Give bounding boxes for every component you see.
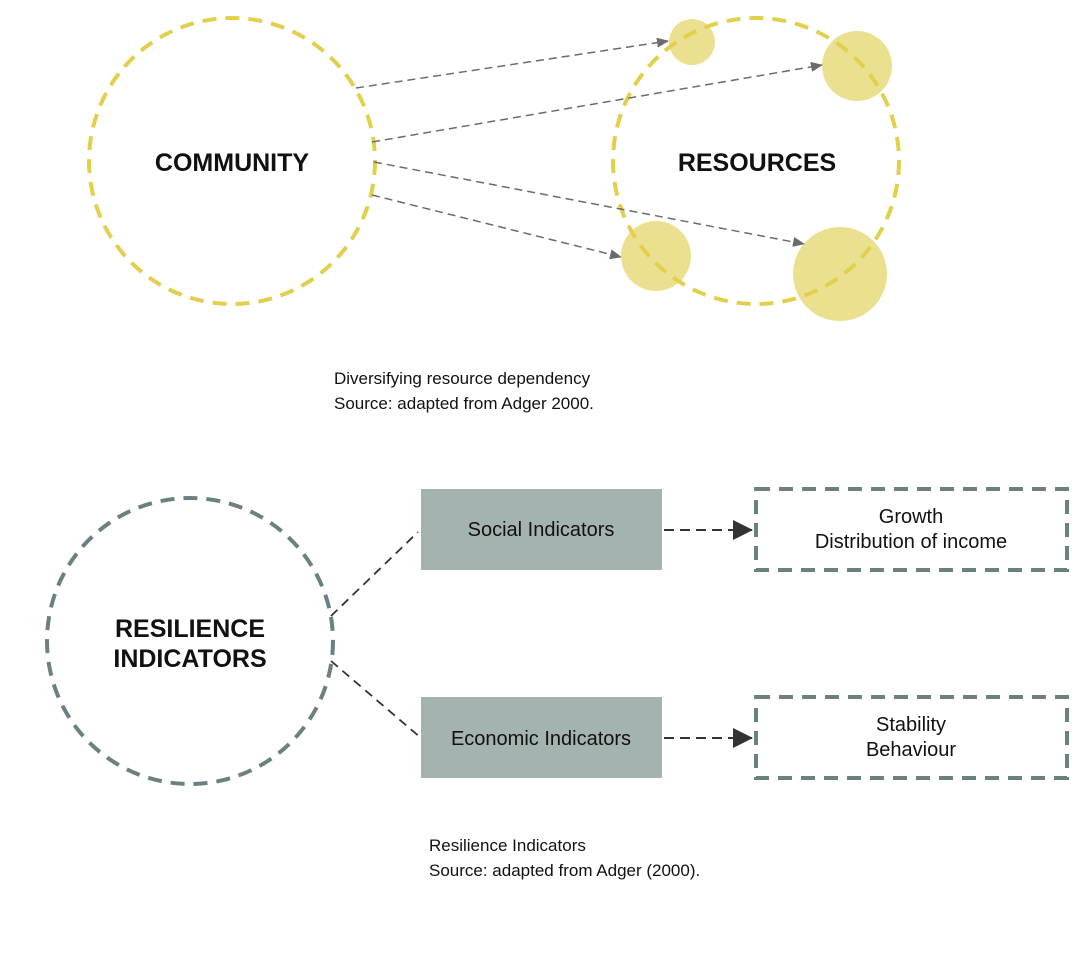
economic-indicators-box [421, 697, 662, 778]
economic-outcome-line2: Behaviour [866, 739, 956, 761]
community-label: COMMUNITY [155, 149, 309, 177]
figure1-caption-source: Source: adapted from Adger 2000. [334, 394, 594, 413]
resource-node-top-right [822, 31, 892, 101]
resilience-label-line2: INDICATORS [113, 645, 266, 673]
social-outcome-box [754, 487, 1069, 572]
resources-circle [611, 16, 901, 306]
social-outcome-line2: Distribution of income [815, 531, 1007, 553]
economic-outcome-box [754, 695, 1069, 780]
economic-outcome-line1: Stability [876, 714, 946, 736]
figure2-caption: Resilience Indicators Source: adapted fr… [429, 833, 700, 883]
dependency-arrow [373, 161, 805, 247]
social-indicators-label: Social Indicators [468, 519, 615, 541]
figure1-caption: Diversifying resource dependency Source:… [334, 366, 594, 416]
dependency-arrow [371, 61, 823, 143]
social-outcome-line1: Growth [879, 506, 943, 528]
economic-indicators-label: Economic Indicators [451, 728, 631, 750]
dependency-arrow [371, 194, 622, 260]
connector-economic [330, 660, 422, 739]
resilience-label-line1: RESILIENCE [115, 615, 265, 643]
figure2-caption-source: Source: adapted from Adger (2000). [429, 861, 701, 880]
resource-node-small [669, 19, 715, 65]
community-circle [87, 16, 377, 306]
dependency-arrow [355, 37, 669, 89]
resilience-indicators-circle [45, 496, 335, 786]
resources-label: RESOURCES [678, 149, 836, 177]
figure1-caption-title: Diversifying resource dependency [334, 369, 591, 388]
figure2-caption-title: Resilience Indicators [429, 836, 586, 855]
figure-resilience-indicators: RESILIENCE INDICATORS Social Indicators … [45, 487, 1069, 786]
resource-node-bottom-left [621, 221, 691, 291]
connector-social [330, 531, 419, 617]
figure-resource-dependency: COMMUNITY RESOURCES [87, 16, 901, 321]
social-indicators-box [421, 489, 662, 570]
resource-node-bottom-right [793, 227, 887, 321]
